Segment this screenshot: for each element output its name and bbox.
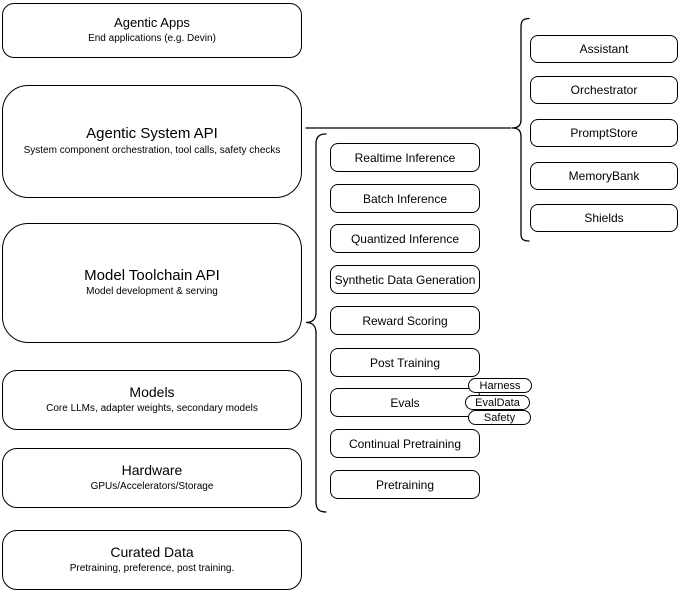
toolchain-brace — [305, 133, 327, 513]
node-subtitle: Model development & serving — [86, 286, 218, 298]
node-subtitle: Core LLMs, adapter weights, secondary mo… — [46, 402, 258, 414]
node-curated-data: Curated Data Pretraining, preference, po… — [2, 530, 302, 590]
node-promptstore: PromptStore — [530, 119, 678, 147]
node-subtitle: End applications (e.g. Devin) — [88, 32, 216, 44]
node-title: Models — [129, 384, 175, 401]
node-title: Model Toolchain API — [84, 266, 220, 284]
node-subtitle: System component orchestration, tool cal… — [23, 144, 281, 156]
node-assistant: Assistant — [530, 35, 678, 63]
node-realtime-inference: Realtime Inference — [330, 143, 480, 172]
node-title: Curated Data — [110, 544, 194, 561]
node-title: Agentic System API — [86, 125, 218, 143]
system-brace — [511, 17, 530, 242]
node-reward-scoring: Reward Scoring — [330, 306, 480, 335]
node-orchestrator: Orchestrator — [530, 76, 678, 104]
node-continual-pretraining: Continual Pretraining — [330, 429, 480, 458]
node-memorybank: MemoryBank — [530, 162, 678, 190]
node-title: Agentic Apps — [114, 15, 190, 31]
node-model-toolchain-api: Model Toolchain API Model development & … — [2, 223, 302, 343]
node-shields: Shields — [530, 204, 678, 232]
node-pretraining: Pretraining — [330, 470, 480, 499]
pill-safety: Safety — [468, 410, 531, 425]
node-post-training: Post Training — [330, 348, 480, 377]
node-subtitle: Pretraining, preference, post training. — [69, 562, 235, 574]
node-subtitle: GPUs/Accelerators/Storage — [90, 480, 214, 492]
node-agentic-apps: Agentic Apps End applications (e.g. Devi… — [2, 3, 302, 58]
node-evals: Evals — [330, 388, 480, 417]
node-title: Hardware — [121, 462, 183, 479]
node-agentic-system-api: Agentic System API System component orch… — [2, 85, 302, 198]
node-quantized-inference: Quantized Inference — [330, 224, 480, 253]
node-models: Models Core LLMs, adapter weights, secon… — [2, 370, 302, 430]
pill-evaldata: EvalData — [465, 395, 530, 410]
node-synthetic-data-generation: Synthetic Data Generation — [330, 265, 480, 294]
pill-harness: Harness — [468, 378, 532, 393]
node-batch-inference: Batch Inference — [330, 184, 480, 213]
node-hardware: Hardware GPUs/Accelerators/Storage — [2, 448, 302, 508]
